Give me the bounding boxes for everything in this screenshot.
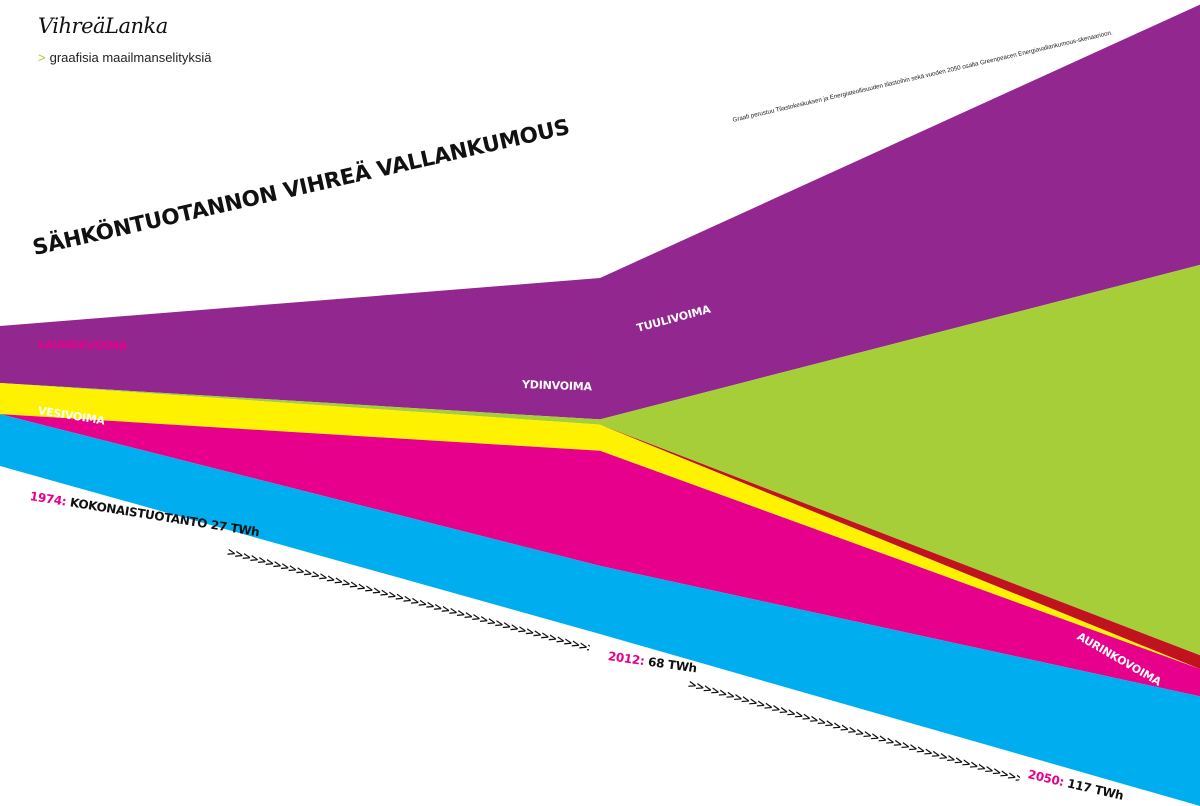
tagline-caret: > — [38, 50, 46, 65]
brand-logo[interactable]: VihreäLanka — [38, 14, 168, 38]
area-band-chp — [0, 4, 1200, 420]
label-nuclear: YDINVOIMA — [521, 378, 593, 394]
area-band-nuclear — [0, 414, 1200, 697]
area-band-wind — [0, 264, 1200, 656]
area-band-condensing — [0, 383, 1200, 669]
area-band-hydro — [0, 414, 1200, 806]
brand-tagline: >graafisia maailmanselityksiä — [38, 50, 211, 65]
label-condensing: LAUHDEVOIMA — [37, 338, 128, 353]
tagline-text: graafisia maailmanselityksiä — [49, 50, 212, 65]
